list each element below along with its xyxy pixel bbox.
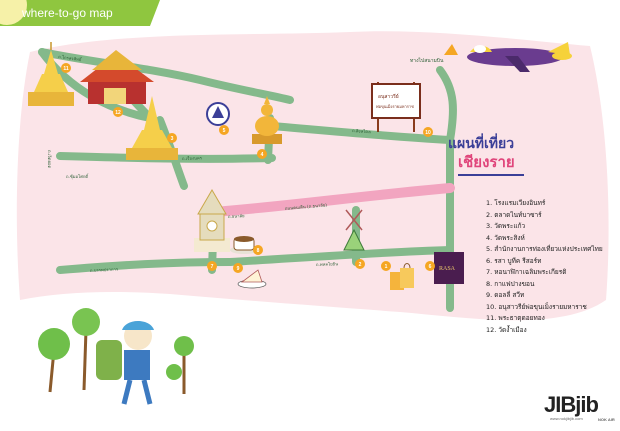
badge-background	[0, 0, 160, 26]
brand-url: www.nokjibjib.com	[550, 416, 583, 421]
legend-title: แผนที่เที่ยว	[448, 136, 515, 152]
brand-airline: NOK AIR	[598, 417, 615, 422]
legend-subtitle: เชียงราย	[458, 153, 515, 171]
road-label-r2: ถ.ธนาลัย	[228, 213, 245, 219]
airport-pointer	[444, 44, 458, 55]
svg-text:8: 8	[257, 248, 260, 254]
svg-text:11: 11	[63, 66, 69, 72]
marker-1	[381, 261, 391, 271]
sun-icon	[0, 0, 27, 25]
road-label-r7: ถ.เจ็ดยอด	[47, 150, 53, 168]
svg-text:3: 3	[171, 136, 174, 142]
road-label-r3: ถ.เรืองนคร	[182, 155, 203, 161]
legend-item: 4. วัดพระสิงห์	[486, 233, 525, 242]
sign-line1: อนุสาวรีย์	[378, 93, 399, 100]
cake-icon	[237, 269, 267, 289]
rasa-resort-icon: RASA	[434, 252, 464, 284]
airport-label: ทางไปสนามบิน	[410, 57, 444, 64]
marker-11	[61, 63, 71, 73]
svg-text:1: 1	[385, 264, 388, 270]
map-badge-title: where-to-go map	[22, 6, 113, 20]
road-label-r6: ถ.บรรพปราการ	[90, 266, 119, 273]
legend-item: 8. กาแฟปางขอน	[486, 279, 535, 288]
traveler-character-icon	[96, 321, 154, 405]
clock-tower-icon	[194, 189, 230, 252]
coffee-cup-icon	[230, 236, 258, 254]
svg-text:12: 12	[115, 110, 121, 116]
legend-item: 11. พระธาตุดอยทอง	[486, 314, 545, 322]
road-label-r4: ถ.ซุ้มอโศกดิ์	[66, 173, 89, 180]
road-label-r5: ถ.สิงหไคล	[352, 127, 372, 134]
marker-8	[253, 245, 263, 255]
legend-item: 9. ดอลลี่ สวีท	[486, 291, 525, 299]
road-label-r1: ถ.ไกรสรสิทธิ์	[58, 53, 83, 62]
marker-6	[425, 261, 435, 271]
svg-text:10: 10	[425, 130, 431, 136]
road-airport	[436, 66, 457, 144]
tat-office-icon	[206, 102, 230, 126]
legend-item: 3. วัดพระแก้ว	[486, 222, 526, 230]
legend-item: 7. หอนาฬิกาเฉลิมพระเกียรติ	[486, 268, 567, 276]
legend-item: 2. ตลาดไนท์บาซาร์	[486, 210, 542, 219]
shopping-bags-icon	[390, 263, 414, 290]
marker-9	[233, 263, 243, 273]
map-background	[16, 31, 609, 321]
marker-2	[355, 259, 365, 269]
legend-panel: แผนที่เที่ยว เชียงราย 1. โรงแรมเวียงอินท…	[448, 136, 618, 336]
svg-text:2: 2	[359, 262, 362, 268]
marker-3	[167, 133, 177, 143]
svg-text:6: 6	[429, 264, 432, 270]
legend-divider	[458, 174, 524, 176]
legend-list: 1. โรงแรมเวียงอินทร์ 2. ตลาดไนท์บาซาร์ 3…	[486, 198, 618, 336]
svg-text:5: 5	[223, 128, 226, 134]
airplane-icon	[467, 42, 572, 72]
temple-ngam-mueang-icon	[80, 50, 154, 104]
svg-text:7: 7	[211, 264, 214, 270]
marker-7	[207, 261, 217, 271]
marker-5	[219, 125, 229, 135]
road-r5	[256, 121, 454, 144]
walking-street-label: ถนนคนเดิน (ถ.ธนาลัย)	[285, 202, 328, 211]
road-r1	[38, 48, 294, 104]
legend-item: 12. วัดง้ำเมือง	[486, 325, 527, 334]
wat-phra-singh-icon	[252, 96, 282, 144]
legend-item: 5. สำนักงานการท่องเที่ยวแห่งประเทศไทย	[486, 245, 603, 253]
walking-street-road	[209, 183, 455, 217]
rasa-label: RASA	[439, 266, 456, 272]
tree-cluster-icon	[38, 308, 194, 394]
road-r8	[226, 246, 454, 266]
marker-10	[423, 127, 433, 137]
legend-item: 10. อนุสาวรีย์พ่อขุนเม็งรายมหาราช	[486, 302, 587, 311]
marker-4	[257, 149, 267, 159]
night-bazaar-icon	[343, 209, 365, 251]
sign-line2: พ่อขุนเม็งรายมหาราช	[376, 103, 414, 110]
legend-item: 1. โรงแรมเวียงอินทร์	[486, 199, 546, 207]
svg-text:4: 4	[261, 152, 264, 158]
temple-doi-thong-icon	[28, 42, 74, 106]
svg-text:9: 9	[237, 266, 240, 272]
monument-sign-icon: อนุสาวรีย์ พ่อขุนเม็งรายมหาราช	[371, 82, 421, 132]
brand-logo: JIBjib	[544, 392, 599, 417]
road-label-r8: ถ.พหลโยธิน	[316, 261, 338, 267]
legend-item: 6. รสา บูทีค รีสอร์ท	[486, 256, 542, 265]
marker-12	[113, 107, 123, 117]
temple-phra-kaeo-icon	[126, 96, 178, 160]
